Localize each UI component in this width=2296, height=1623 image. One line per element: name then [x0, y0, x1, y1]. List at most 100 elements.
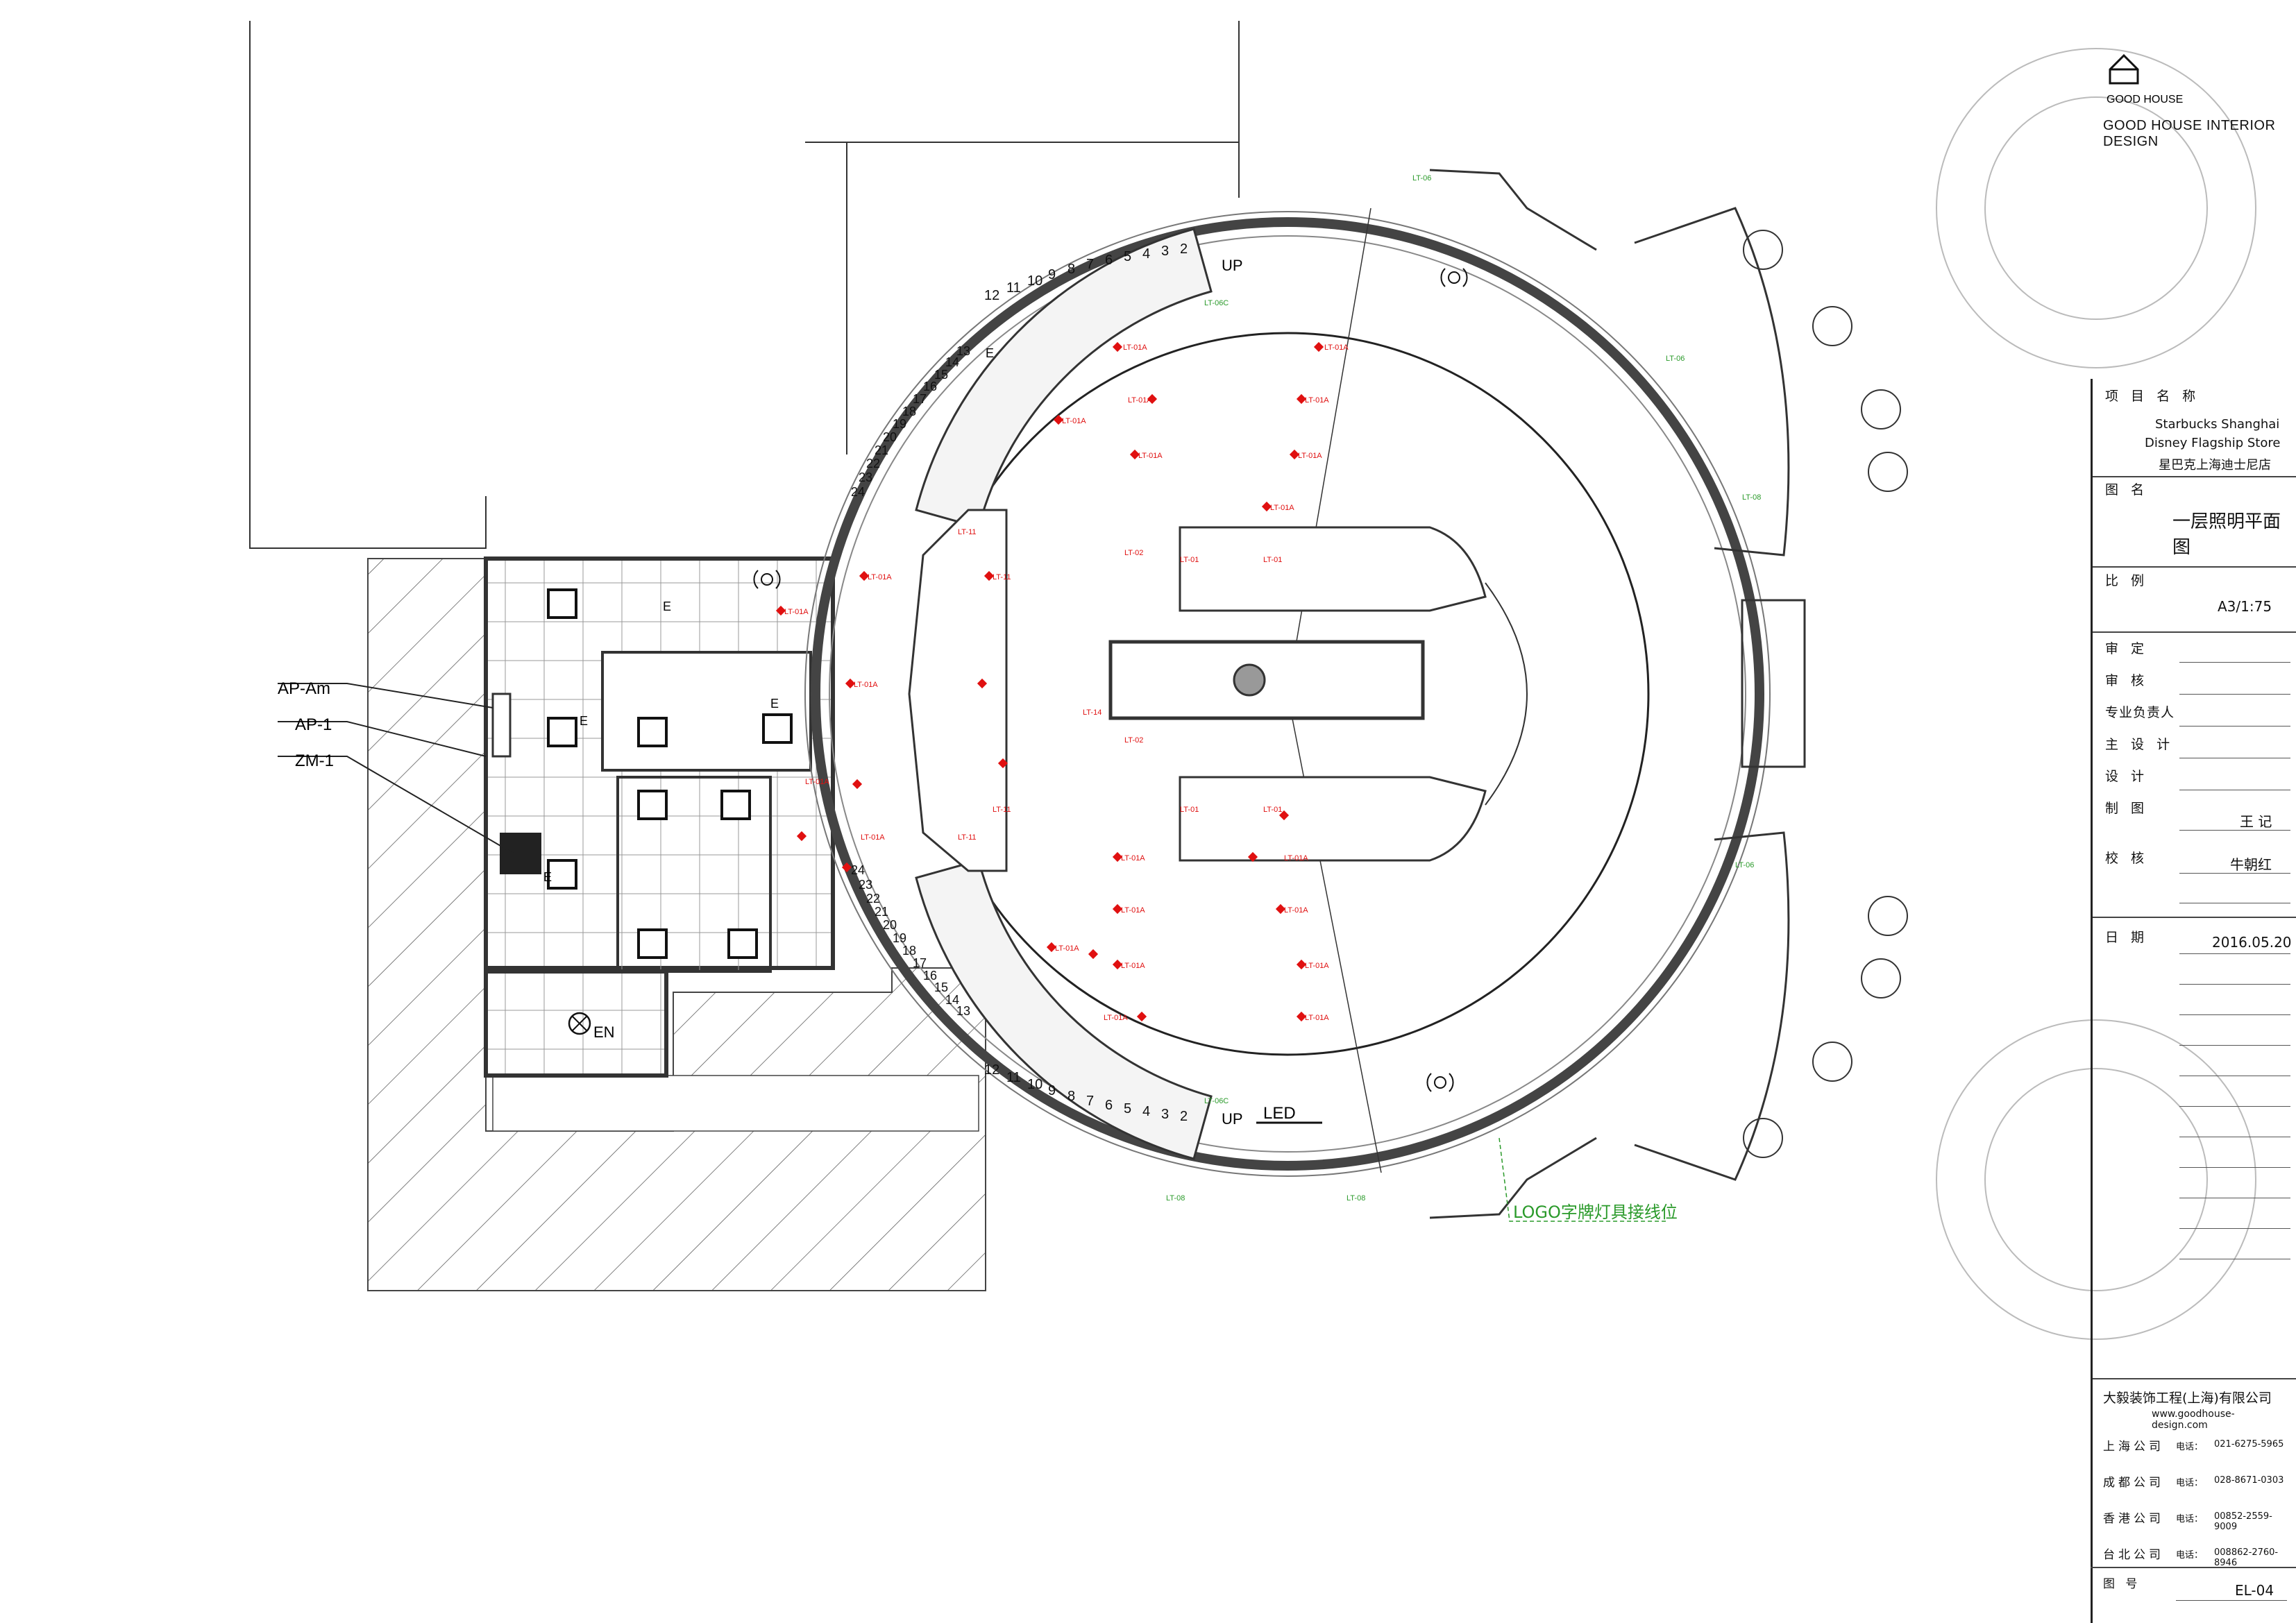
step-number: 18: [902, 405, 916, 418]
step-number: 13: [956, 344, 970, 358]
step-number: 19: [893, 417, 906, 431]
fixture-tag: LT-01A: [1284, 906, 1308, 915]
fixture-tag: LT-14: [1083, 708, 1101, 717]
central-bar: [908, 509, 1528, 872]
step-number: 7: [1086, 257, 1094, 272]
divider: [2093, 1378, 2296, 1379]
office-phone-prefix: 电话：: [2176, 1442, 2204, 1452]
step-number: 23: [859, 878, 872, 892]
draw-line: [2179, 830, 2290, 831]
up-label-upper: UP: [1222, 257, 1243, 274]
fixture-tag: LT-01A: [1305, 396, 1329, 405]
fixture-tag: LT-01A: [1123, 343, 1147, 352]
panel-label-zm-1: ZM-1: [295, 751, 334, 770]
divider: [2093, 476, 2296, 477]
brand-logo-text: GOOD HOUSE: [2107, 94, 2183, 105]
brand-logo-icon: [2109, 53, 2139, 85]
draw-value: 王 记: [2240, 813, 2272, 830]
date-line: [2179, 953, 2290, 954]
led-label: LED: [1263, 1104, 1296, 1123]
step-number: 4: [1142, 246, 1150, 262]
office-name: 台北公司: [2103, 1548, 2164, 1562]
step-number: 17: [913, 392, 927, 406]
lead-label: 专业负责人: [2105, 705, 2175, 720]
office-name: 上海公司: [2103, 1440, 2164, 1454]
company-website: www.goodhouse-design.com: [2152, 1409, 2235, 1431]
fixture-tag: LT-01A: [1298, 452, 1322, 460]
site-boundary: [249, 21, 1240, 549]
check-line: [2179, 873, 2290, 874]
scale-value: A3/1:75: [2218, 598, 2272, 615]
step-number: 5: [1124, 249, 1131, 264]
door-mark: E: [663, 600, 671, 613]
fixture-tag: LT-06: [1412, 174, 1431, 182]
office-phone-prefix: 电话：: [2176, 1478, 2204, 1488]
drawing-name: 一层照明平面图: [2172, 511, 2281, 558]
step-number: 11: [1006, 280, 1021, 296]
step-number: 12: [984, 288, 999, 303]
divider: [2093, 917, 2296, 918]
office-phone-prefix: 电话：: [2176, 1550, 2204, 1561]
divider: [2093, 631, 2296, 633]
door-mark: E: [580, 714, 588, 728]
main-design-label: 主 设 计: [2105, 737, 2175, 752]
fixture-tag: LT-01A: [1121, 854, 1145, 863]
fixture-tags: LT-01A LT-01A LT-01A LT-01A LT-01A LT-01…: [784, 343, 1349, 1022]
office-phone: 028-8671-0303: [2214, 1475, 2284, 1486]
step-number: 6: [1105, 1098, 1113, 1113]
drawing-label: 图 名: [2105, 482, 2149, 498]
circular-hall: [804, 207, 1771, 1177]
exit-label: EN: [593, 1023, 615, 1041]
panel-label-ap-1: AP-1: [295, 715, 332, 734]
step-number: 10: [1027, 273, 1043, 289]
divider: [2093, 566, 2296, 568]
fixture-tag: LT-06: [1666, 355, 1685, 363]
step-number: 9: [1048, 267, 1056, 282]
grille-fixtures: [547, 588, 793, 959]
step-number: 2: [1180, 1109, 1188, 1124]
step-number: 4: [1142, 1104, 1150, 1119]
step-number: 23: [859, 470, 872, 484]
lower-stair: UP: [915, 859, 1243, 1160]
fixture-tag: LT-01: [1180, 806, 1199, 814]
step-number: 12: [984, 1062, 999, 1078]
fixture-tag: LT-01A: [854, 681, 878, 689]
project-label: 项 目 名 称: [2105, 389, 2200, 404]
fixture-tag: LT-01A: [1305, 1014, 1329, 1022]
step-number: 22: [866, 892, 880, 906]
fixture-tag: LT-01A: [1138, 452, 1163, 460]
office-name: 成都公司: [2103, 1476, 2164, 1490]
step-number: 18: [902, 944, 916, 958]
office-phone-prefix: 电话：: [2176, 1514, 2204, 1524]
project-name-en-2: Disney Flagship Store: [2145, 436, 2281, 450]
fixture-tag: LT-11: [958, 528, 977, 536]
step-number: 2: [1180, 241, 1188, 257]
step-number: 3: [1161, 244, 1169, 259]
review-label: 审 核: [2105, 673, 2149, 688]
step-number: 17: [913, 956, 927, 970]
fixture-tag: LT-01A: [784, 608, 809, 616]
project-name-en-1: Starbucks Shanghai: [2155, 417, 2280, 432]
step-number: 14: [945, 355, 959, 369]
step-number: 20: [883, 430, 897, 444]
divider: [2091, 1567, 2296, 1568]
up-label-lower: UP: [1222, 1110, 1243, 1128]
step-number: 19: [893, 931, 906, 945]
fixture-tag: LT-11: [993, 573, 1011, 581]
step-number: 9: [1048, 1083, 1056, 1098]
door-mark: E: [770, 697, 779, 711]
blank-line: [2179, 1014, 2290, 1015]
stair-side-lower: 13 14 15 16 17 18 19 20 21 22 23 24: [851, 863, 970, 1018]
fixture-tag: LT-01A: [805, 778, 829, 786]
approve-label: 审 定: [2105, 641, 2149, 656]
step-number: 14: [945, 993, 959, 1007]
speaker-symbols: [753, 268, 1468, 1092]
fixture-tag: LT-01: [1263, 806, 1282, 814]
brand-name: GOOD HOUSE INTERIOR DESIGN: [2103, 118, 2276, 149]
fixture-tag: LT-08: [1166, 1194, 1185, 1203]
fixture-tag: LT-01A: [861, 833, 885, 842]
fixture-tag: LT-01A: [868, 573, 892, 581]
blank-line: [2179, 984, 2290, 985]
office-name: 香港公司: [2103, 1512, 2164, 1526]
